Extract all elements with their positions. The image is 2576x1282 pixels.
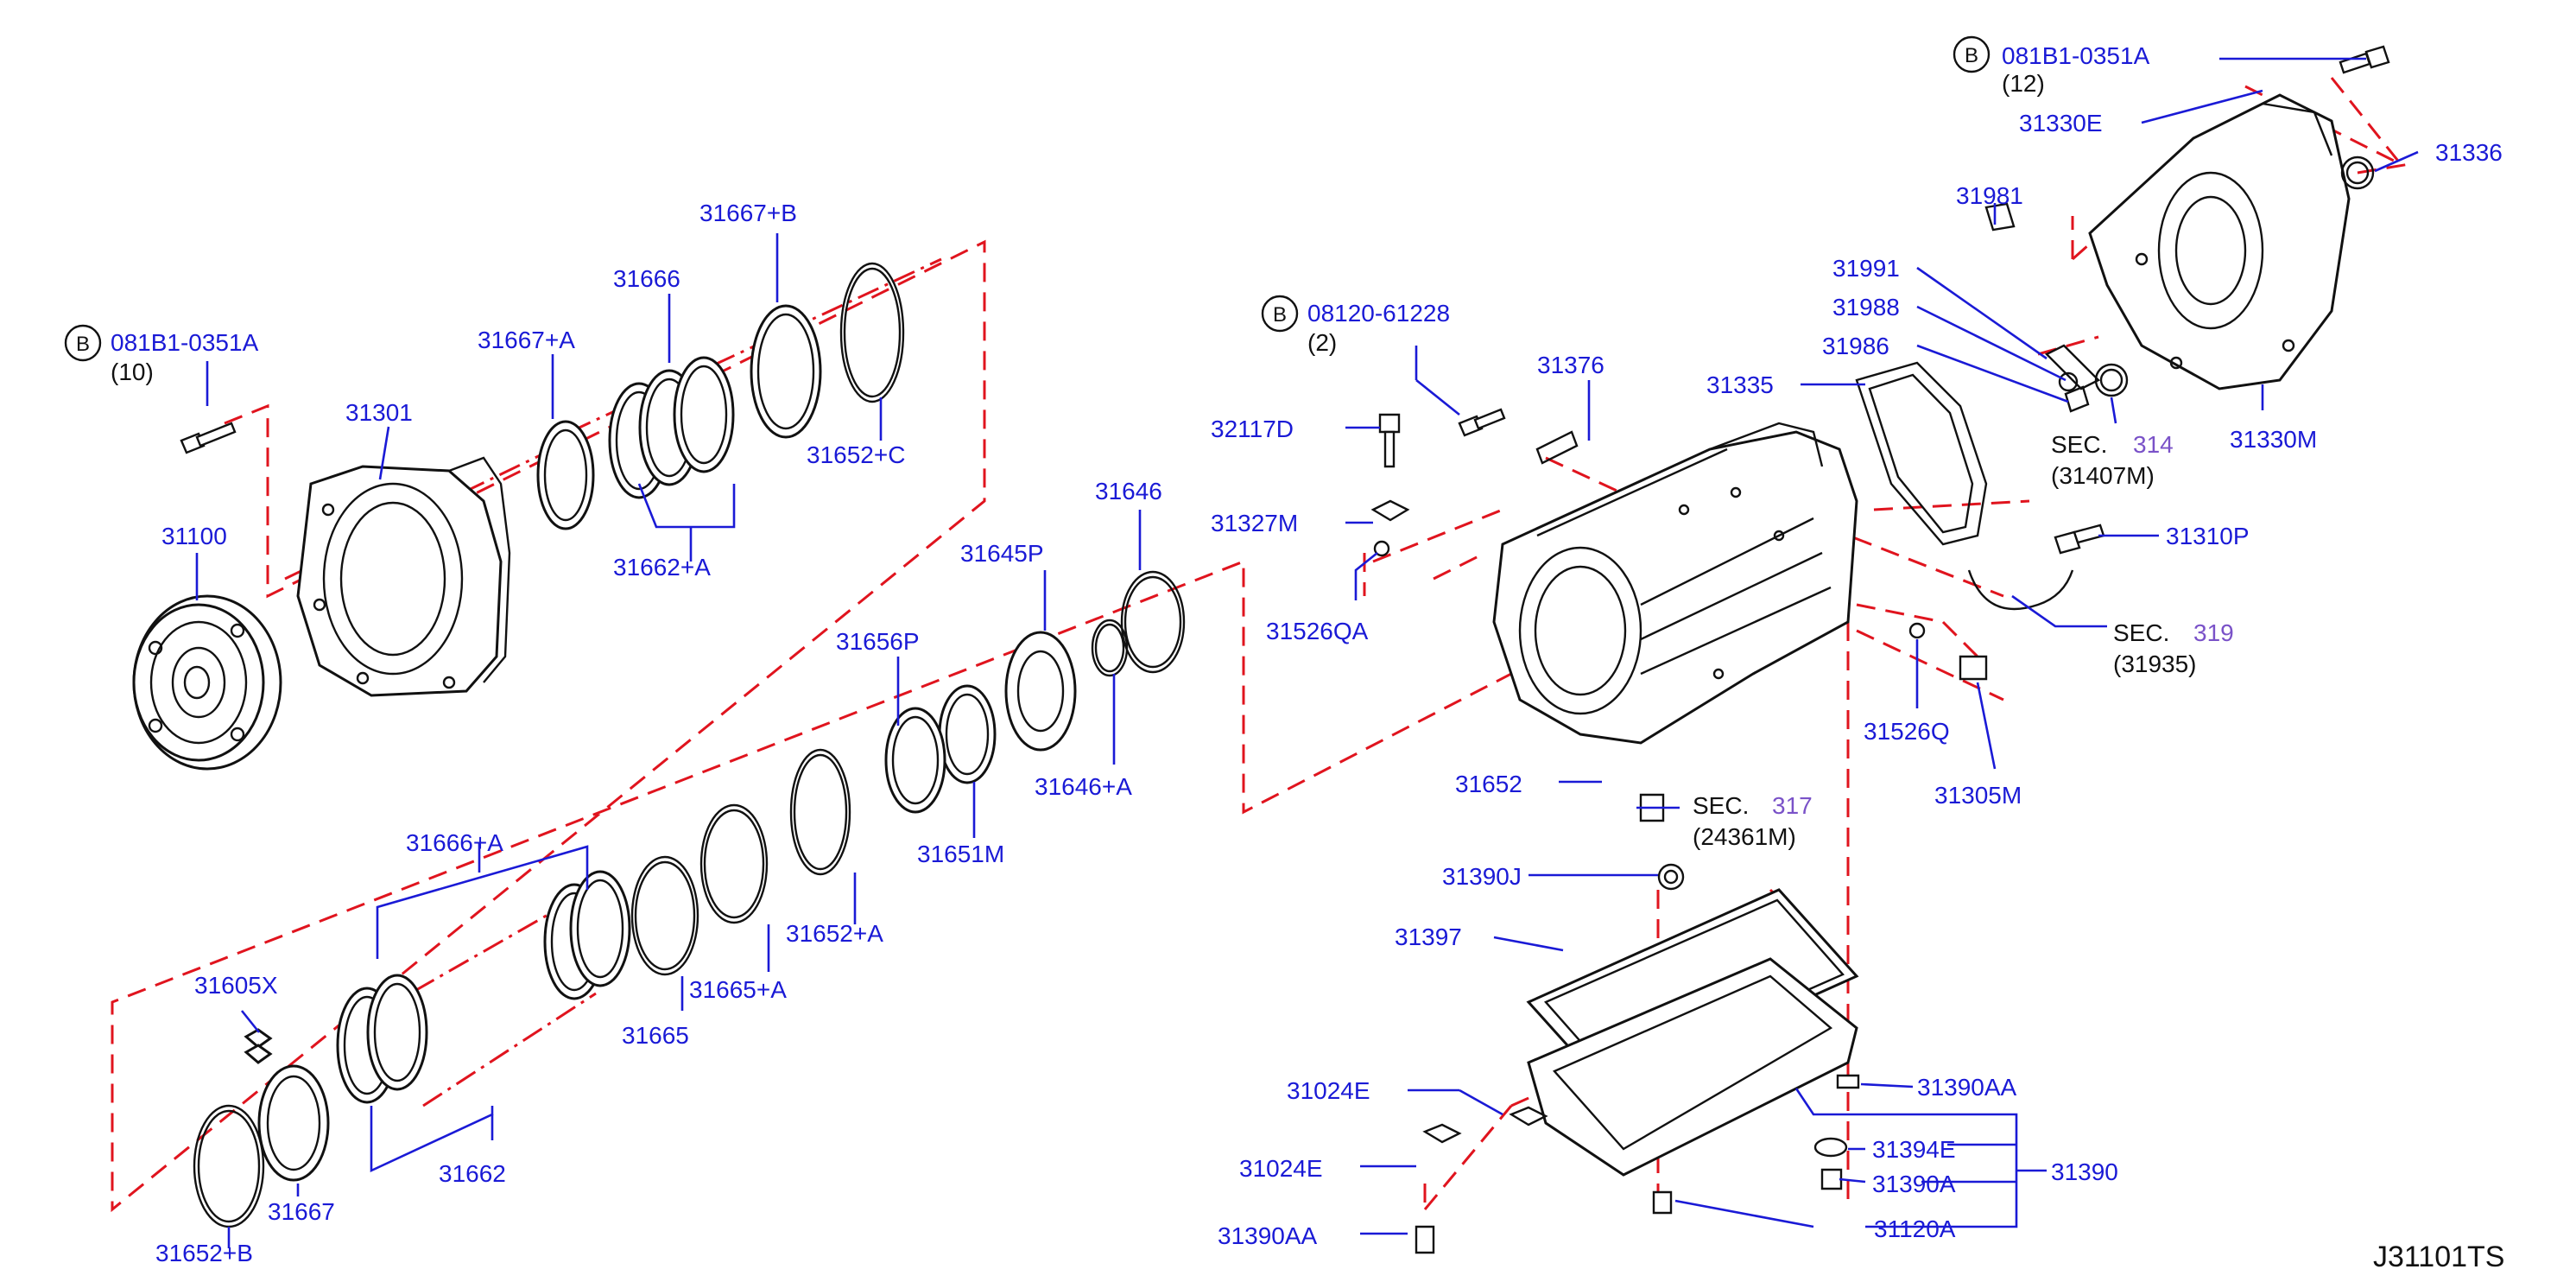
label-31301: 31301 xyxy=(345,399,413,426)
label-31390j: 31390J xyxy=(1442,863,1522,890)
label-31667: 31667 xyxy=(268,1198,335,1225)
label-31652-right: 31652 xyxy=(1455,771,1522,797)
part-labels: 081B1-0351A (10) 31301 31100 31667+A 316… xyxy=(111,42,2504,1273)
label-31666: 31666 xyxy=(613,265,680,292)
small-parts xyxy=(1370,45,2390,1254)
label-31327m: 31327M xyxy=(1211,510,1298,536)
gasket-part xyxy=(1855,361,1988,546)
clutch-plates-upper xyxy=(536,262,905,530)
converter-housing-part xyxy=(296,456,511,697)
label-31665-a: 31665+A xyxy=(689,976,787,1003)
oil-pan-part xyxy=(1526,888,1859,1177)
label-31390: 31390 xyxy=(2051,1158,2118,1185)
sec317-sub: (24361M) xyxy=(1693,823,1796,850)
qty-08120-61228: (2) xyxy=(1307,329,1337,356)
sec314-sub: (31407M) xyxy=(2051,462,2155,489)
rings-middle xyxy=(630,570,1186,976)
bolt-left-part xyxy=(180,422,237,454)
label-31330m: 31330M xyxy=(2230,426,2317,453)
label-31991: 31991 xyxy=(1832,255,1900,282)
label-31394e: 31394E xyxy=(1872,1136,1956,1163)
label-31397: 31397 xyxy=(1395,923,1462,950)
sec317-number: 317 xyxy=(1772,792,1813,819)
label-081b1-right: 081B1-0351A xyxy=(2002,42,2150,69)
extension-housing-part xyxy=(2088,93,2351,390)
label-31646-a: 31646+A xyxy=(1035,773,1132,800)
leader-lines xyxy=(195,57,2419,1248)
label-31665: 31665 xyxy=(622,1022,689,1049)
label-31646: 31646 xyxy=(1095,478,1162,505)
label-31376: 31376 xyxy=(1537,352,1604,378)
label-31024e-2: 31024E xyxy=(1239,1155,1323,1182)
label-31390aa-right: 31390AA xyxy=(1917,1074,2017,1101)
label-081b1-left: 081B1-0351A xyxy=(111,329,259,356)
label-31390aa-left: 31390AA xyxy=(1218,1222,1318,1249)
label-31652-a: 31652+A xyxy=(786,920,883,947)
label-31986: 31986 xyxy=(1822,333,1889,359)
sec314-number: 314 xyxy=(2133,431,2174,458)
label-31526qa: 31526QA xyxy=(1266,618,1369,644)
torque-converter-part xyxy=(132,594,282,771)
svg-text:B: B xyxy=(1965,44,1978,67)
label-31662-a: 31662+A xyxy=(613,554,711,581)
transmission-case-part xyxy=(1492,422,1858,745)
label-31336: 31336 xyxy=(2435,139,2503,166)
label-32117d: 32117D xyxy=(1211,416,1294,442)
label-31667-a: 31667+A xyxy=(478,327,575,353)
label-31305m: 31305M xyxy=(1934,782,2022,809)
label-31666-a: 31666+A xyxy=(406,829,503,856)
b-symbol-right: B xyxy=(1953,35,1991,73)
label-31024e-1: 31024E xyxy=(1287,1077,1370,1104)
label-31390a: 31390A xyxy=(1872,1171,1956,1197)
label-31988: 31988 xyxy=(1832,294,1900,320)
qty-081b1-right: (12) xyxy=(2002,70,2045,97)
label-31330e: 31330E xyxy=(2019,110,2103,136)
sec319-number: 319 xyxy=(2193,619,2234,646)
label-31656p: 31656P xyxy=(836,628,920,655)
label-31662: 31662 xyxy=(439,1160,506,1187)
diagram-code: J31101TS xyxy=(2373,1241,2504,1273)
label-08120-61228: 08120-61228 xyxy=(1307,300,1450,327)
label-31605x: 31605X xyxy=(194,972,278,999)
qty-081b1-left: (10) xyxy=(111,359,154,385)
label-31652-b: 31652+B xyxy=(155,1240,253,1266)
label-31526q: 31526Q xyxy=(1864,718,1950,745)
sec317-prefix: SEC. xyxy=(1693,792,1749,819)
sec319-prefix: SEC. xyxy=(2113,619,2169,646)
label-31645p: 31645P xyxy=(960,540,1044,567)
label-31120a: 31120A xyxy=(1874,1215,1956,1242)
sec319-sub: (31935) xyxy=(2113,651,2197,677)
clutch-plates-lower xyxy=(193,870,631,1228)
label-31100: 31100 xyxy=(161,523,227,549)
label-31651m: 31651M xyxy=(917,841,1004,867)
label-31652-c: 31652+C xyxy=(807,441,905,468)
label-31335: 31335 xyxy=(1706,371,1774,398)
b-symbol-mid: B xyxy=(1261,295,1299,333)
svg-text:B: B xyxy=(76,333,90,356)
svg-text:B: B xyxy=(1273,303,1287,327)
sec314-prefix: SEC. xyxy=(2051,431,2107,458)
label-31667-b: 31667+B xyxy=(699,200,797,226)
b-symbol-left: B xyxy=(64,324,102,362)
label-31981: 31981 xyxy=(1956,182,2023,209)
label-31310p: 31310P xyxy=(2166,523,2250,549)
